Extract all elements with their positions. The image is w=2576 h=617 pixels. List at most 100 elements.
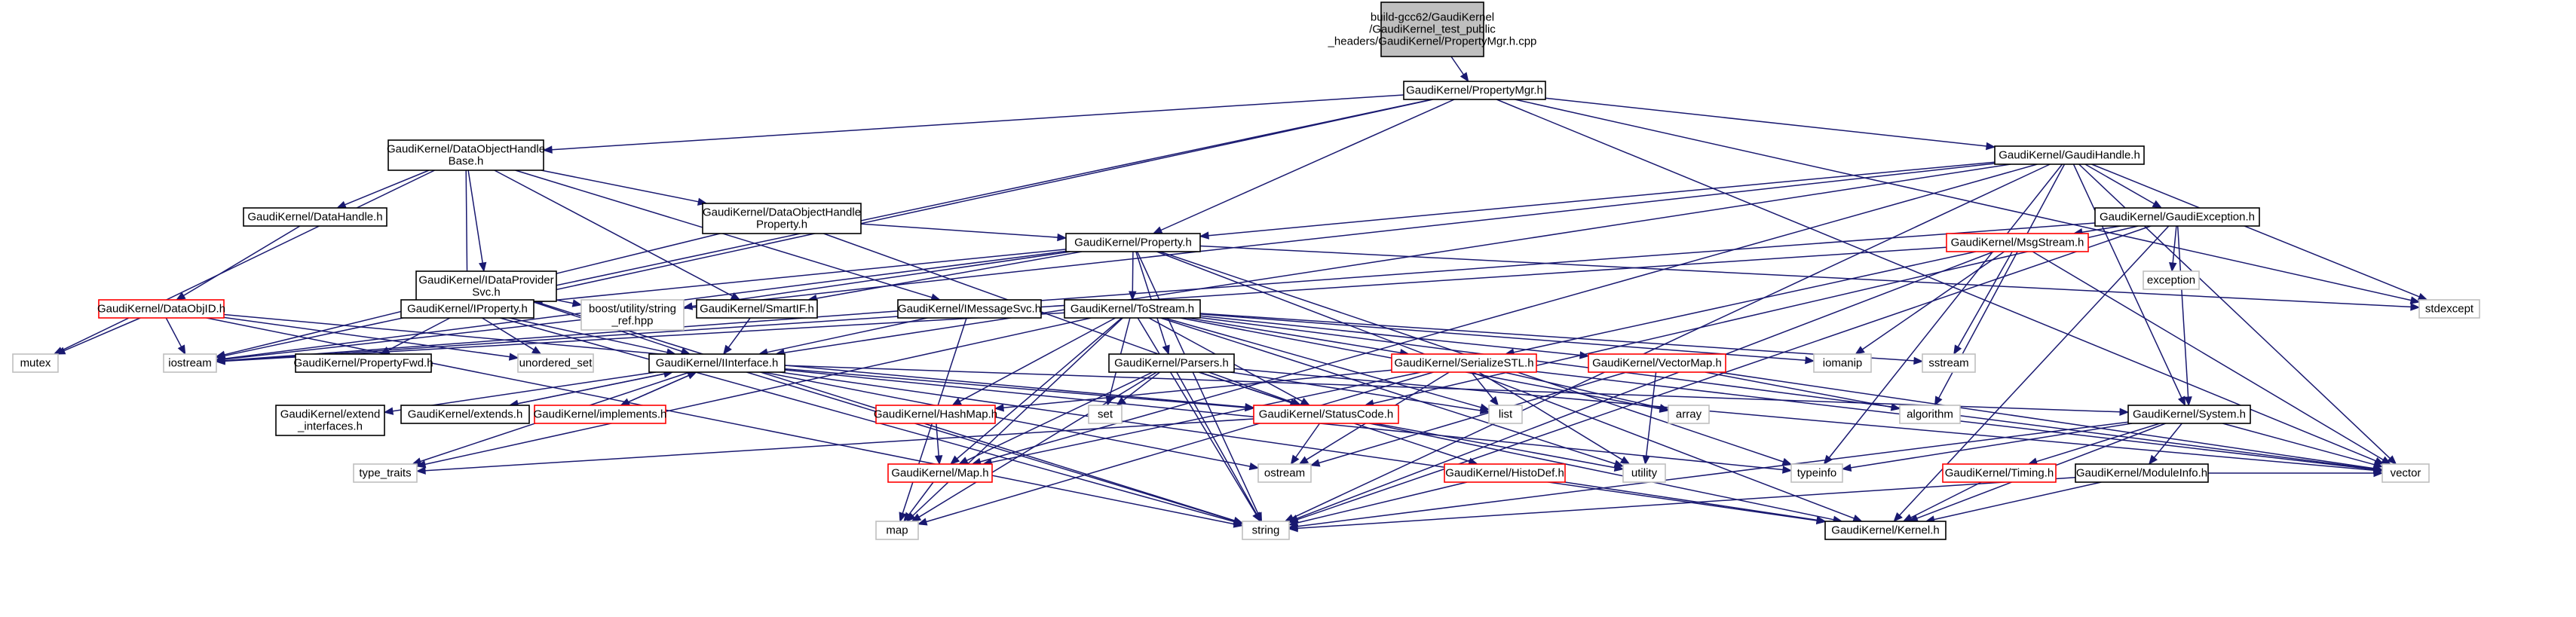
node-gaudihandle[interactable]: GaudiKernel/GaudiHandle.h xyxy=(1994,145,2145,165)
edge-line xyxy=(908,481,934,515)
edge-line xyxy=(1934,481,2102,521)
edge-line xyxy=(780,371,1818,521)
node-vectormap[interactable]: GaudiKernel/VectorMap.h xyxy=(1588,353,1726,373)
edge-iinterface-to-ostream xyxy=(763,371,1260,471)
edge-line xyxy=(783,163,2011,354)
node-extifaces[interactable]: GaudiKernel/extend_interfaces.h xyxy=(275,405,385,436)
edge-line xyxy=(746,371,1235,522)
edge-line xyxy=(1230,371,1481,411)
node-histodef[interactable]: GaudiKernel/HistoDef.h xyxy=(1444,463,1566,483)
node-timing[interactable]: GaudiKernel/Timing.h xyxy=(1942,463,2057,483)
edge-parsers-to-list xyxy=(1230,371,1490,415)
node-moduleinfo[interactable]: GaudiKernel/ModuleInfo.h xyxy=(2075,463,2209,483)
edge-arrowhead xyxy=(1953,344,1962,356)
edge-gaudihandle-to-stdexcept xyxy=(2091,163,2428,301)
node-implements[interactable]: GaudiKernel/implements.h xyxy=(534,405,667,424)
edge-line xyxy=(784,368,1246,408)
edge-arrowhead xyxy=(2169,262,2177,273)
node-hashmap[interactable]: GaudiKernel/HashMap.h xyxy=(874,405,997,424)
edge-dohbase-to-idataprov xyxy=(467,170,487,273)
node-box xyxy=(1813,353,1872,373)
node-datahandle[interactable]: GaudiKernel/DataHandle.h xyxy=(243,207,387,227)
edge-line xyxy=(556,299,574,304)
edge-line xyxy=(1828,163,2063,458)
edge-line xyxy=(1297,481,1468,524)
node-serstl[interactable]: GaudiKernel/SerializeSTL.h xyxy=(1391,353,1537,373)
node-propmgr[interactable]: GaudiKernel/PropertyMgr.h xyxy=(1403,81,1546,100)
edge-arrowhead xyxy=(1490,396,1499,407)
node-box xyxy=(1391,353,1537,373)
node-parsers[interactable]: GaudiKernel/Parsers.h xyxy=(1108,353,1235,373)
edge-line xyxy=(912,317,1123,517)
node-box xyxy=(2143,270,2200,290)
node-label: boost/utility/string xyxy=(589,303,676,316)
edge-line xyxy=(823,233,1294,404)
node-msgstream[interactable]: GaudiKernel/MsgStream.h xyxy=(1946,233,2089,252)
node-label: /GaudiKernel_test_public xyxy=(1369,23,1496,36)
node-box xyxy=(1488,405,1523,424)
edge-line xyxy=(61,170,435,351)
edge-line xyxy=(2154,423,2182,458)
edge-line xyxy=(1957,251,2013,347)
edge-line xyxy=(509,373,665,406)
edge-serstl-to-array xyxy=(1503,371,1670,412)
edge-line xyxy=(936,423,939,457)
node-dataobjid[interactable]: GaudiKernel/DataObjID.h xyxy=(97,299,225,319)
node-box xyxy=(1922,353,1976,373)
node-kernel[interactable]: GaudiKernel/Kernel.h xyxy=(1824,521,1947,540)
node-box xyxy=(702,203,862,234)
edge-line xyxy=(620,374,689,406)
edge-line xyxy=(1513,251,1977,353)
edge-line xyxy=(979,163,2038,463)
edge-line xyxy=(516,99,1433,299)
node-gaudiexc[interactable]: GaudiKernel/GaudiException.h xyxy=(2094,207,2260,227)
edge-arrowhead xyxy=(1852,515,1863,522)
node-iproperty[interactable]: GaudiKernel/IProperty.h xyxy=(400,299,534,319)
edge-line xyxy=(541,170,699,203)
edge-line xyxy=(727,317,751,348)
edge-line xyxy=(2036,423,2161,463)
edge-arrowhead xyxy=(1934,396,1943,407)
edge-line xyxy=(918,371,1157,518)
node-label: GaudiKernel/ToStream.h xyxy=(1071,303,1194,316)
edge-root-to-propmgr xyxy=(1450,56,1469,83)
node-propfwd[interactable]: GaudiKernel/PropertyFwd.h xyxy=(293,353,433,373)
edge-line xyxy=(1899,225,2170,516)
node-map_h[interactable]: GaudiKernel/Map.h xyxy=(887,463,993,483)
node-box xyxy=(897,299,1042,319)
edge-line xyxy=(1199,316,2375,470)
node-label: iomanip xyxy=(1823,357,1863,370)
node-smartif[interactable]: GaudiKernel/SmartIF.h xyxy=(696,299,818,319)
node-statuscode[interactable]: GaudiKernel/StatusCode.h xyxy=(1253,405,1399,424)
node-array: array xyxy=(1668,405,1710,424)
edge-line xyxy=(2072,163,2182,399)
edge-msgstream-to-iomanip xyxy=(1855,251,2005,355)
edge-propmgr-to-gaudihandle xyxy=(1545,97,1996,151)
edge-arrowhead xyxy=(2184,396,2192,407)
node-system[interactable]: GaudiKernel/System.h xyxy=(2127,405,2251,424)
edge-arrowhead xyxy=(958,457,969,465)
edge-iinterface-to-string xyxy=(746,371,1244,525)
node-box xyxy=(2381,463,2430,483)
edge-property-to-boostsref xyxy=(682,251,1071,310)
edge-arrowhead xyxy=(336,200,347,209)
edge-arrowhead xyxy=(1890,403,1901,411)
edge-parsers-to-map xyxy=(911,371,1157,522)
edge-arrowhead xyxy=(1479,406,1490,415)
edge-moduleinfo-to-string xyxy=(1288,477,2076,533)
edge-line xyxy=(1297,477,2076,530)
edge-line xyxy=(424,418,1254,472)
edge-line xyxy=(1297,251,1994,519)
edge-line xyxy=(345,170,430,206)
node-imsgsvc[interactable]: GaudiKernel/IMessageSvc.h xyxy=(897,299,1042,319)
node-extends[interactable]: GaudiKernel/extends.h xyxy=(400,405,530,424)
node-root[interactable]: build-gcc62/GaudiKernel/GaudiKernel_test… xyxy=(1328,2,1537,57)
node-box xyxy=(887,463,993,483)
node-iinterface[interactable]: GaudiKernel/IInterface.h xyxy=(648,353,786,373)
edge-arrowhead xyxy=(1290,454,1300,466)
node-property[interactable]: GaudiKernel/Property.h xyxy=(1065,233,1201,252)
node-tostream[interactable]: GaudiKernel/ToStream.h xyxy=(1064,299,1201,319)
